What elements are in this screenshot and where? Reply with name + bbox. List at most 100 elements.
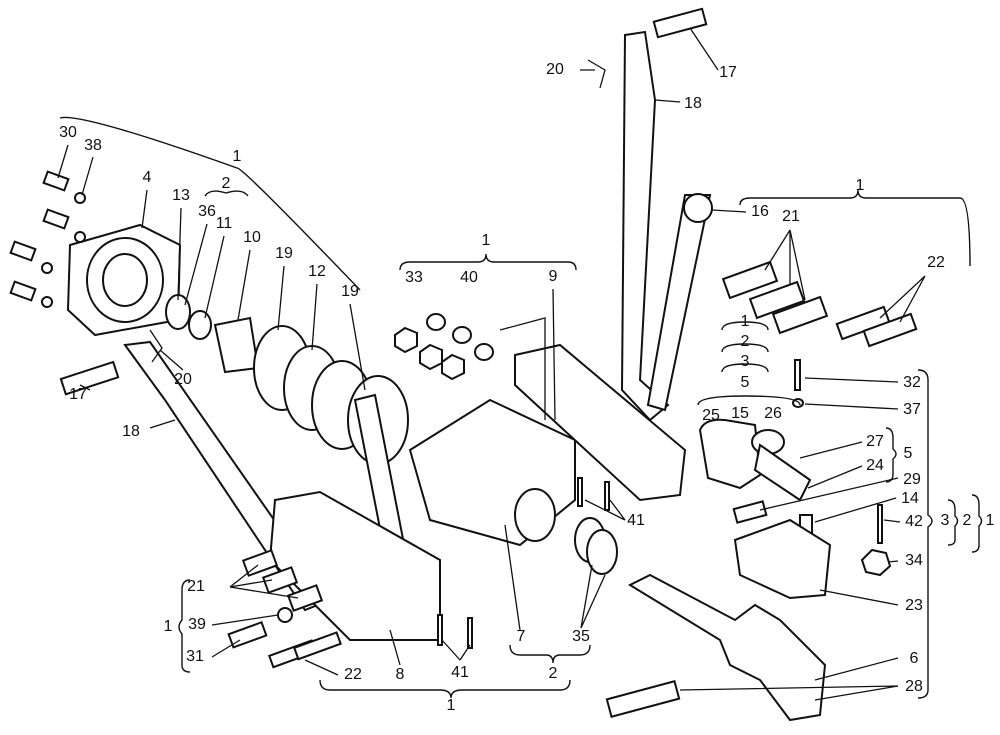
pin-29 (732, 500, 768, 524)
callout-2: 2 (222, 175, 231, 192)
callout-5: 5 (741, 374, 750, 391)
callout-20: 20 (174, 371, 192, 388)
housing-23 (733, 518, 832, 600)
bolts-21-right (721, 260, 829, 335)
oring-35b (586, 529, 618, 575)
callout-27: 27 (866, 433, 884, 450)
callout-36: 36 (198, 203, 216, 220)
callout-26: 26 (764, 405, 782, 422)
pin-42 (877, 504, 883, 544)
callout-37: 37 (903, 401, 921, 418)
callout-1: 1 (482, 232, 491, 249)
callout-33: 33 (405, 269, 423, 286)
callout-23: 23 (905, 597, 923, 614)
bracket-3-right (917, 369, 933, 699)
pin-41b (467, 617, 473, 649)
callout-4: 4 (143, 169, 152, 186)
clip-20-left (149, 329, 163, 363)
parts-drawing (9, 7, 918, 722)
pin-41d (604, 481, 610, 511)
callout-7: 7 (517, 628, 526, 645)
callout-31: 31 (186, 648, 204, 665)
side-plate-9 (514, 343, 687, 502)
pin-17-right (652, 7, 708, 39)
callout-35: 35 (572, 628, 590, 645)
callout-17: 17 (69, 386, 87, 403)
callout-41: 41 (451, 664, 469, 681)
callout-1: 1 (856, 177, 865, 194)
leader-lines (57, 27, 926, 701)
callout-25: 25 (702, 407, 720, 424)
callout-18: 18 (684, 95, 702, 112)
bracket-2-bottom (509, 644, 591, 664)
latch-24 (753, 443, 812, 502)
callout-1: 1 (233, 148, 242, 165)
callout-22: 22 (927, 254, 945, 271)
bolt-28 (605, 680, 681, 718)
screw-32 (794, 359, 801, 391)
brackets-1-2-3-5 (697, 321, 801, 406)
bracket-1-right (739, 189, 971, 267)
base-plate-8 (268, 490, 441, 641)
callout-8: 8 (396, 666, 405, 683)
link-16-eye (683, 193, 713, 223)
callout-34: 34 (905, 552, 923, 569)
nut-34 (860, 548, 892, 577)
callout-2: 2 (549, 665, 558, 682)
clip-20-right (587, 59, 606, 89)
callout-1: 1 (447, 697, 456, 714)
callout-21: 21 (187, 578, 205, 595)
callout-39: 39 (188, 616, 206, 633)
callout-2: 2 (963, 512, 972, 529)
bracket-2-top-left (204, 190, 249, 197)
callout-5: 5 (904, 445, 913, 462)
callout-18: 18 (122, 423, 140, 440)
callout-3: 3 (741, 353, 750, 370)
brackets-2-1-right (947, 494, 983, 553)
ring-11 (188, 310, 212, 340)
callout-20: 20 (546, 61, 564, 78)
callout-38: 38 (84, 137, 102, 154)
brackets (59, 116, 983, 699)
callout-24: 24 (866, 457, 884, 474)
callout-12: 12 (308, 263, 326, 280)
callout-22: 22 (344, 666, 362, 683)
central-bore (514, 488, 556, 542)
callout-10: 10 (243, 229, 261, 246)
callout-1: 1 (741, 313, 750, 330)
bracket-1-top-left (59, 116, 361, 291)
bolts-left (9, 170, 86, 308)
callout-2: 2 (741, 333, 750, 350)
callout-13: 13 (172, 187, 190, 204)
callout-11: 11 (216, 215, 233, 232)
callout-19: 19 (341, 283, 359, 300)
pin-17-left (59, 360, 120, 396)
callout-3: 3 (941, 512, 950, 529)
callout-42: 42 (905, 513, 923, 530)
link-16 (646, 194, 712, 412)
callout-29: 29 (903, 471, 921, 488)
callout-9: 9 (549, 268, 558, 285)
flange-inner (102, 253, 148, 307)
bracket-1-center (399, 253, 577, 271)
callout-40: 40 (460, 269, 478, 286)
callout-19: 19 (275, 245, 293, 262)
pin-41a (437, 614, 443, 646)
callout-21: 21 (782, 208, 800, 225)
hook-6 (627, 573, 827, 722)
callout-17: 17 (719, 64, 737, 81)
bracket-1-bottom (319, 679, 571, 699)
nuts-33-40 (394, 313, 494, 381)
callout-41: 41 (627, 512, 645, 529)
bush-10 (213, 316, 260, 374)
callout-6: 6 (910, 650, 919, 667)
bracket-5-right (885, 427, 897, 483)
callout-16: 16 (751, 203, 769, 220)
callout-1: 1 (164, 618, 173, 635)
callout-1: 1 (986, 512, 995, 529)
pin-22b (862, 312, 918, 348)
callout-28: 28 (905, 678, 923, 695)
